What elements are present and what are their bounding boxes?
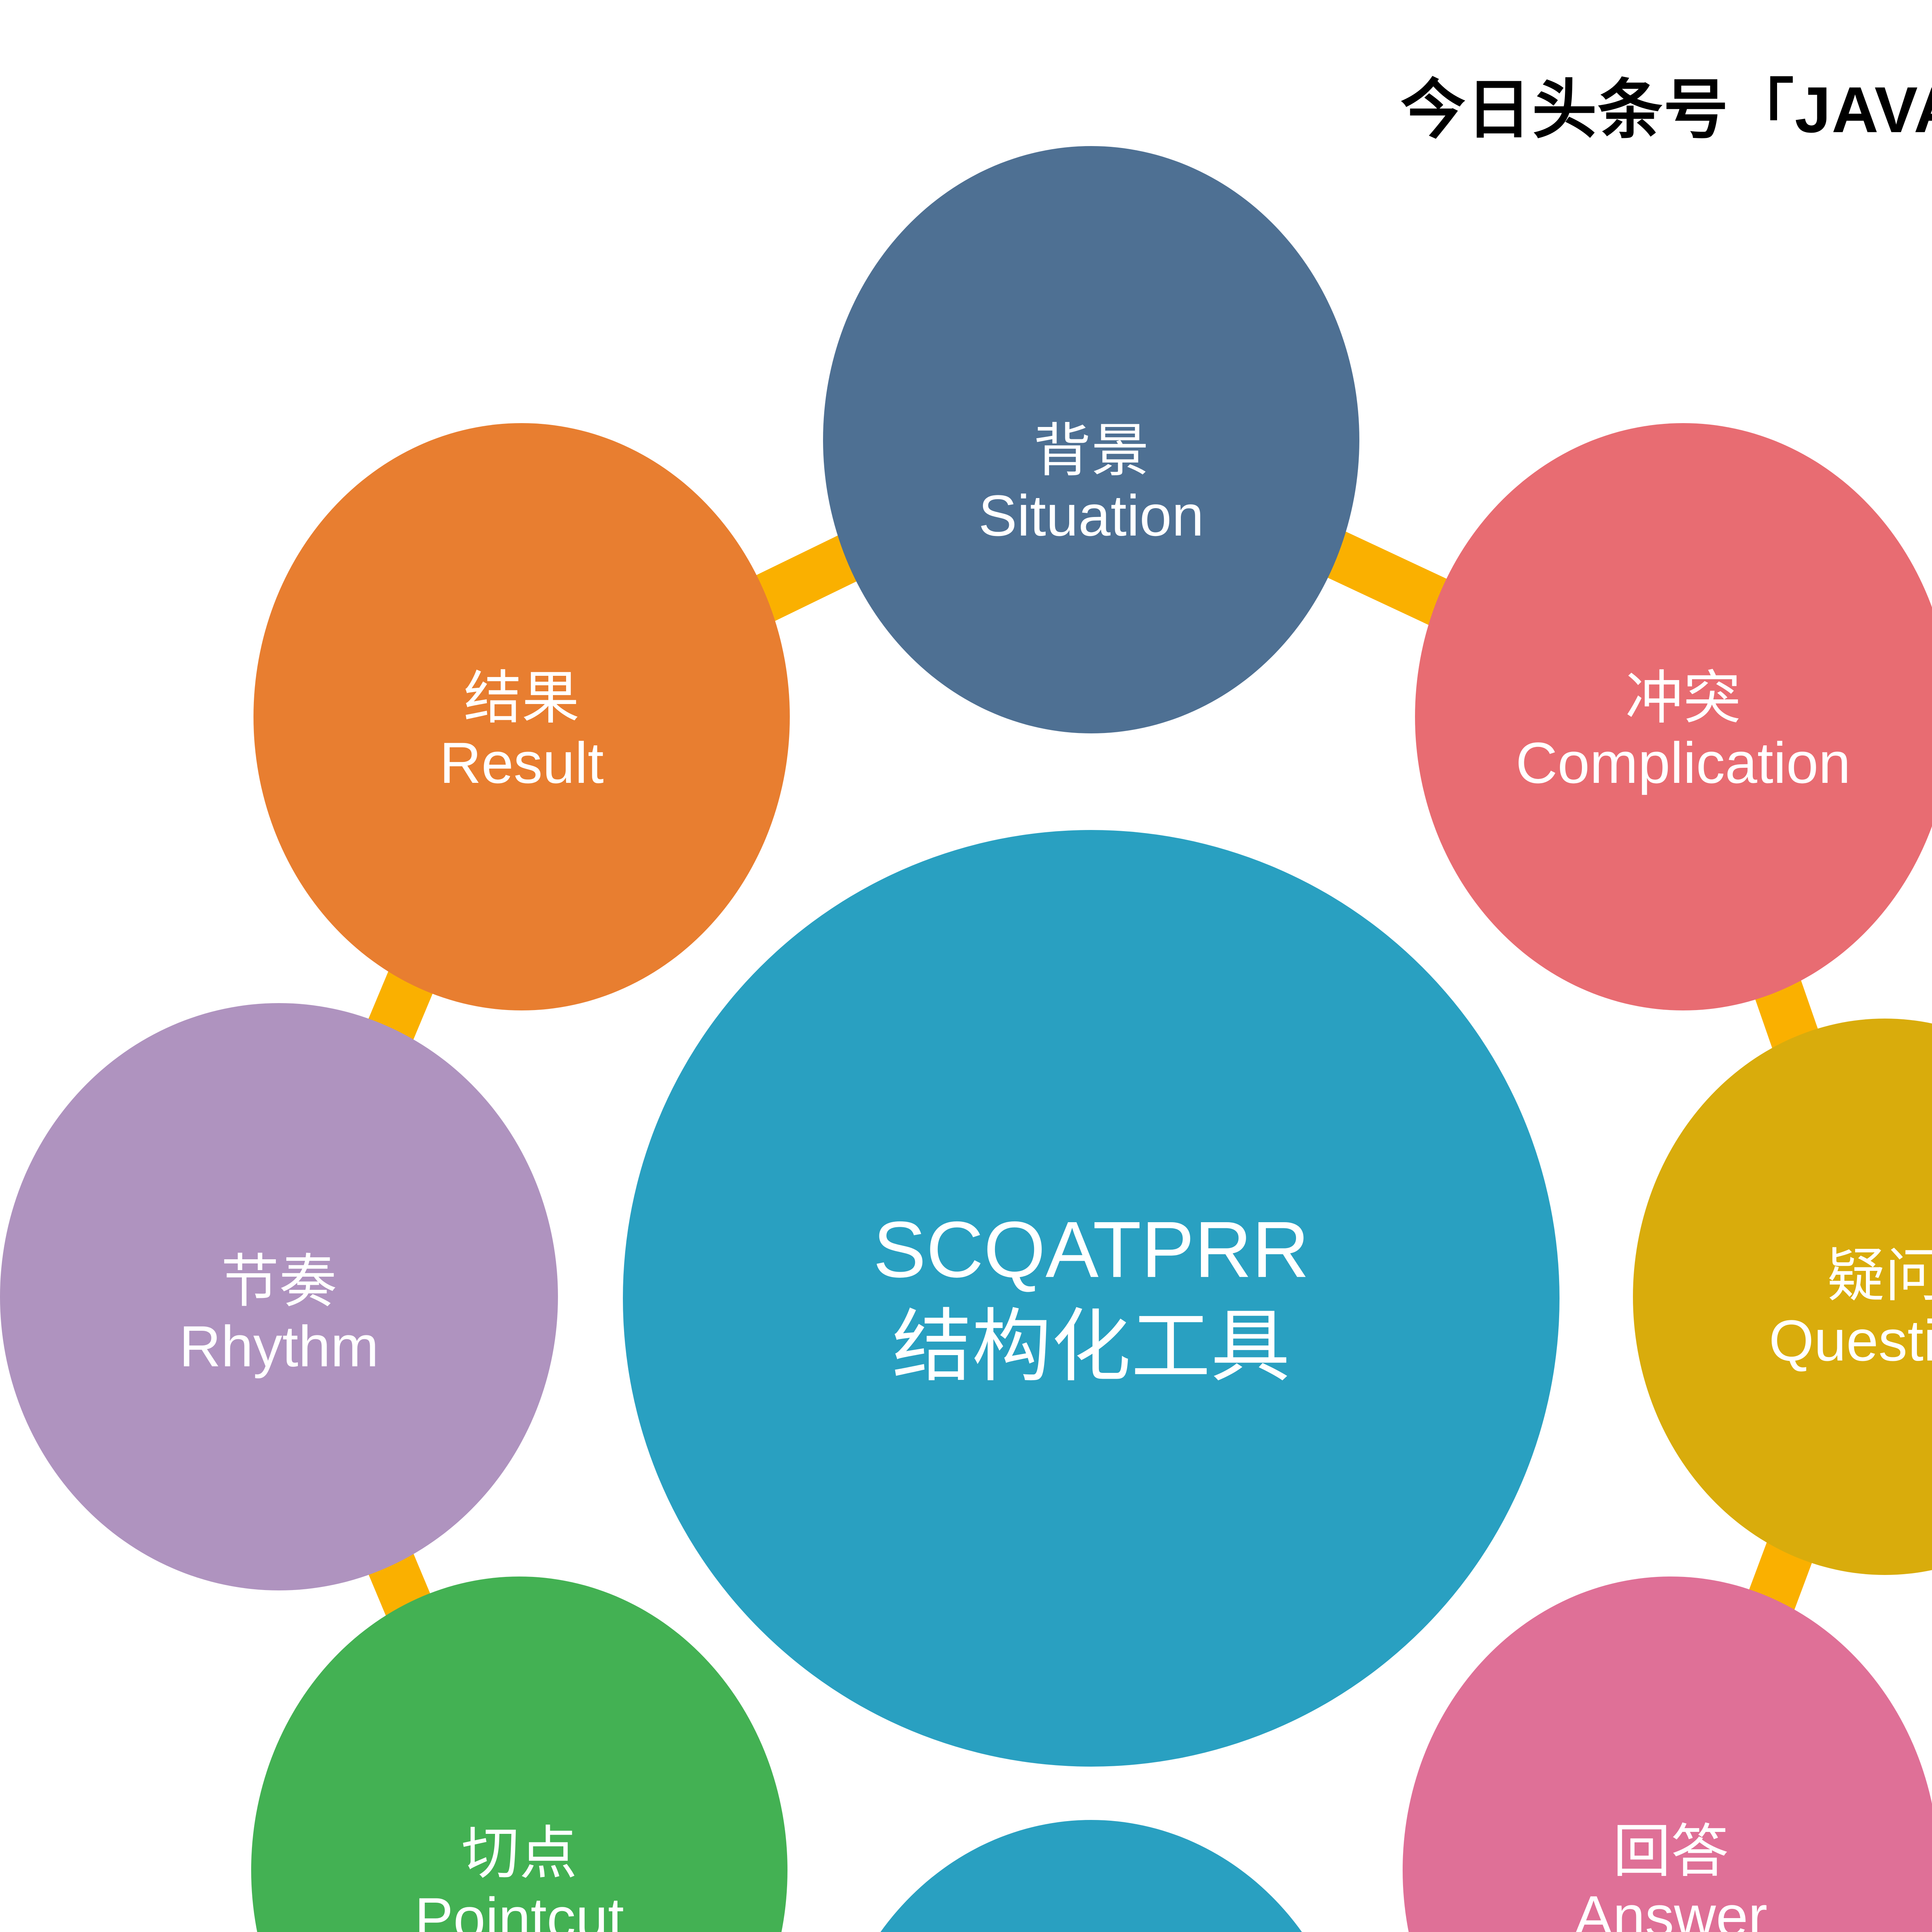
node-circle-rhythm[interactable] — [0, 1003, 558, 1590]
node-circle-situation[interactable] — [823, 146, 1359, 733]
node-circle-complication[interactable] — [1415, 423, 1932, 1010]
node-circle-pointcut[interactable] — [251, 1577, 787, 1932]
node-circle-question[interactable] — [1633, 1019, 1932, 1575]
node-circle-result[interactable] — [253, 423, 790, 1010]
node-circle-answer[interactable] — [1403, 1577, 1932, 1932]
center-circle[interactable] — [623, 830, 1560, 1767]
center-shape-layer — [623, 830, 1560, 1767]
node-shape-layer — [0, 146, 1932, 1932]
page-title: 今日头条号「JAVA前线」 — [1400, 73, 1932, 146]
node-circle-team[interactable] — [823, 1820, 1359, 1932]
